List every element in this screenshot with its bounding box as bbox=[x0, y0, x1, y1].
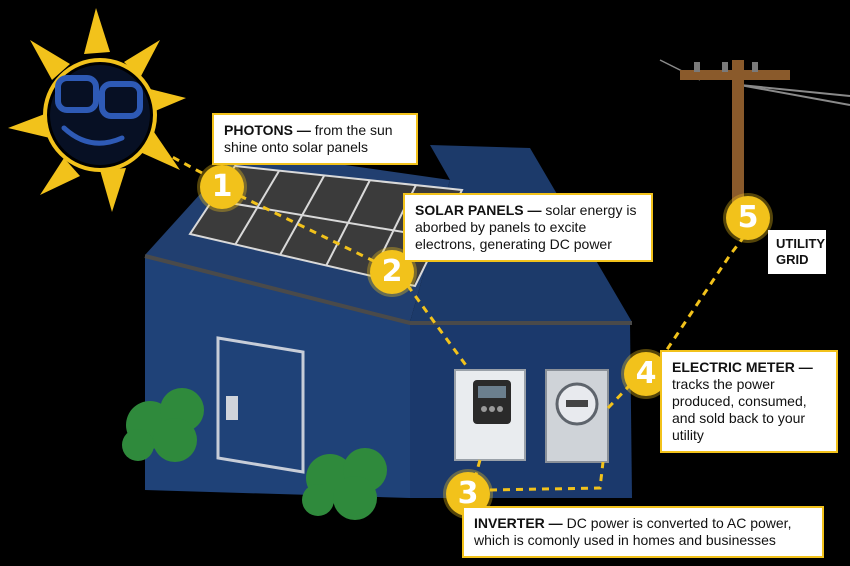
sun-icon bbox=[8, 8, 186, 212]
callout-solar-panels: SOLAR PANELS — solar energy is aborbed b… bbox=[403, 193, 653, 262]
connector-line-meter-4 bbox=[606, 383, 632, 410]
connector-line-2-inverter bbox=[398, 274, 470, 369]
callout-photons-text: from the sun shine onto solar panels bbox=[224, 122, 393, 155]
bush-icon bbox=[122, 388, 387, 520]
callout-photons-title: PHOTONS — bbox=[224, 122, 311, 138]
callout-utility-grid: UTILITY GRID bbox=[768, 230, 826, 274]
utility-pole-icon bbox=[659, 59, 850, 210]
callout-solar-panels-title: SOLAR PANELS — bbox=[415, 202, 542, 218]
connector-line-4-5 bbox=[658, 233, 748, 361]
step-5-badge: 5 bbox=[726, 196, 770, 240]
connector-line-1-2 bbox=[227, 188, 389, 270]
meter-icon bbox=[545, 369, 609, 463]
callout-electric-meter: ELECTRIC METER — tracks the power produc… bbox=[660, 350, 838, 453]
callout-electric-meter-text: tracks the power produced, consumed, and… bbox=[672, 376, 807, 443]
callout-electric-meter-title: ELECTRIC METER — bbox=[672, 359, 813, 375]
callout-inverter-text: DC power is converted to AC power, which… bbox=[474, 515, 792, 548]
callout-inverter-title: INVERTER — bbox=[474, 515, 563, 531]
step-1-badge: 1 bbox=[200, 165, 244, 209]
connector-line-3-meter bbox=[489, 461, 605, 492]
callout-inverter: INVERTER — DC power is converted to AC p… bbox=[462, 506, 824, 558]
callout-solar-panels-text: solar energy is aborbed by panels to exc… bbox=[415, 202, 637, 252]
step-2-badge: 2 bbox=[370, 250, 414, 294]
inverter-icon bbox=[454, 369, 526, 461]
callout-photons: PHOTONS — from the sun shine onto solar … bbox=[212, 113, 418, 165]
door-icon bbox=[216, 336, 305, 474]
